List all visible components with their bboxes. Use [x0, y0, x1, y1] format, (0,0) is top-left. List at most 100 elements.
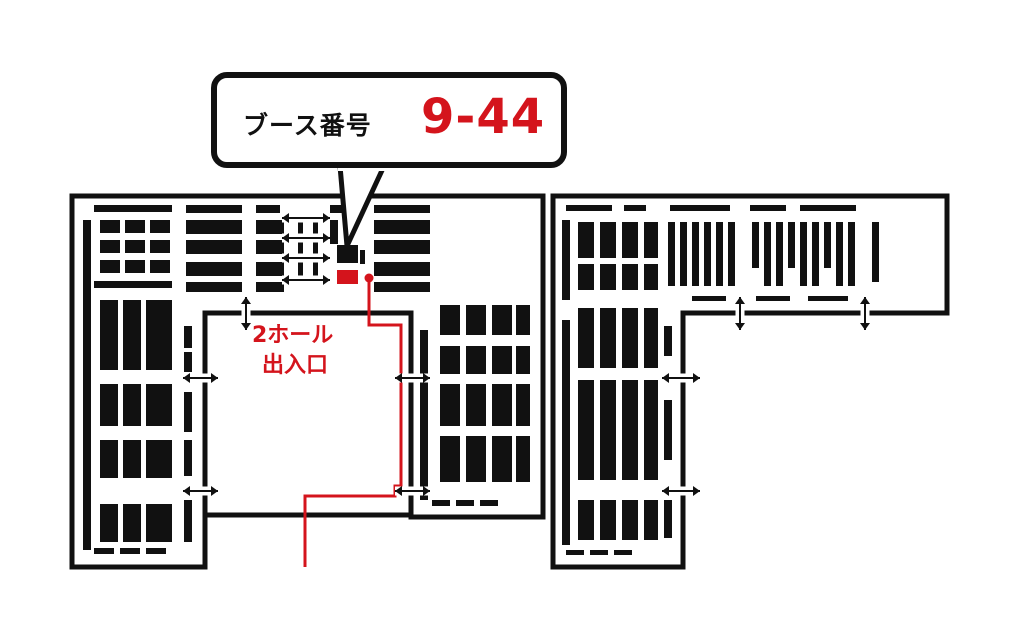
booth-block [466, 384, 486, 426]
booth-strip [624, 205, 646, 211]
booth-block [150, 220, 170, 233]
booth-block [664, 400, 672, 460]
booth-block [516, 305, 530, 335]
booth-block [622, 222, 638, 258]
booth-block [123, 384, 141, 426]
booth-block [622, 500, 638, 540]
booth-strip [670, 205, 730, 211]
booth-bar [776, 222, 783, 286]
booth-strip [590, 550, 608, 555]
booth-block [492, 346, 512, 374]
booth-block [256, 240, 284, 254]
booth-block [125, 240, 145, 253]
booth-blocks [83, 205, 879, 555]
booth-block [146, 440, 172, 478]
booth-block [146, 300, 172, 370]
booth-strip [432, 500, 450, 506]
booth-strip [94, 281, 172, 288]
booth-block [298, 240, 303, 254]
booth-bar [752, 222, 759, 268]
booth-strip [374, 205, 430, 213]
booth-strip [94, 205, 172, 212]
booth-strip [480, 500, 498, 506]
booth-block [186, 262, 242, 276]
booth-block [644, 222, 658, 258]
booth-block [100, 384, 118, 426]
booth-block [256, 282, 284, 292]
booth-block [313, 240, 318, 254]
booth-block [644, 308, 658, 368]
booth-bar [728, 222, 735, 286]
booth-block [664, 326, 672, 356]
booth-strip [94, 548, 114, 554]
booth-block [186, 220, 242, 234]
booth-block [150, 240, 170, 253]
booth-block [374, 220, 430, 234]
booth-block [184, 440, 192, 476]
booth-marker-neighbor [337, 245, 358, 263]
booth-strip [800, 205, 856, 211]
booth-block [123, 300, 141, 370]
booth-strip [256, 205, 280, 213]
booth-block [492, 436, 512, 482]
booth-block [644, 380, 658, 480]
booth-marker-9-44 [337, 270, 358, 284]
booth-block [516, 346, 530, 374]
double-arrow-icon [183, 373, 218, 383]
booth-block [256, 262, 284, 276]
booth-strip [146, 548, 166, 554]
double-arrow-icon [860, 297, 870, 330]
hall-entrance-label: 2ホール 出入口 [252, 321, 333, 381]
double-arrow-icon [282, 233, 330, 243]
booth-block [466, 346, 486, 374]
booth-block [578, 500, 594, 540]
booth-block [184, 392, 192, 432]
booth-block [644, 500, 658, 540]
entrance-hall-name: 2ホール [252, 323, 334, 348]
booth-block [100, 300, 118, 370]
booth-strip [756, 296, 790, 301]
booth-bar [788, 222, 795, 268]
booth-block [100, 440, 118, 478]
booth-block [313, 220, 318, 234]
booth-bar [848, 222, 855, 286]
booth-column [562, 320, 570, 545]
booth-block [184, 500, 192, 542]
booth-block [578, 308, 594, 368]
booth-block [374, 282, 430, 292]
booth-strip [566, 205, 612, 211]
booth-block [125, 260, 145, 273]
booth-bar [680, 222, 687, 286]
booth-block [600, 380, 616, 480]
booth-block [184, 326, 192, 348]
booth-strip [750, 205, 786, 211]
booth-block [466, 436, 486, 482]
booth-block [440, 305, 460, 335]
booth-block [330, 220, 338, 244]
booth-block [578, 222, 594, 258]
double-arrow-icon [282, 213, 330, 223]
booth-strip [186, 205, 242, 213]
left-hall-wall [69, 193, 546, 570]
double-arrow-icon [735, 297, 745, 330]
double-arrow-icon [395, 486, 430, 496]
booth-block [440, 436, 460, 482]
booth-strip [692, 296, 726, 301]
booth-block [578, 264, 594, 290]
route-line [303, 278, 403, 567]
booth-callout: ブース番号 9-44 [211, 72, 567, 168]
booth-bar [872, 222, 879, 282]
booth-block [664, 500, 672, 538]
booth-block [186, 282, 242, 292]
booth-number-label: ブース番号 [243, 111, 372, 140]
booth-block [622, 264, 638, 290]
booth-bar [812, 222, 819, 286]
booth-bar [668, 222, 675, 286]
booth-block [100, 240, 120, 253]
booth-block [123, 504, 141, 542]
double-arrow-icon [282, 253, 330, 263]
booth-bar [800, 222, 807, 286]
booth-block [184, 352, 192, 372]
route-start-dot [364, 273, 374, 283]
